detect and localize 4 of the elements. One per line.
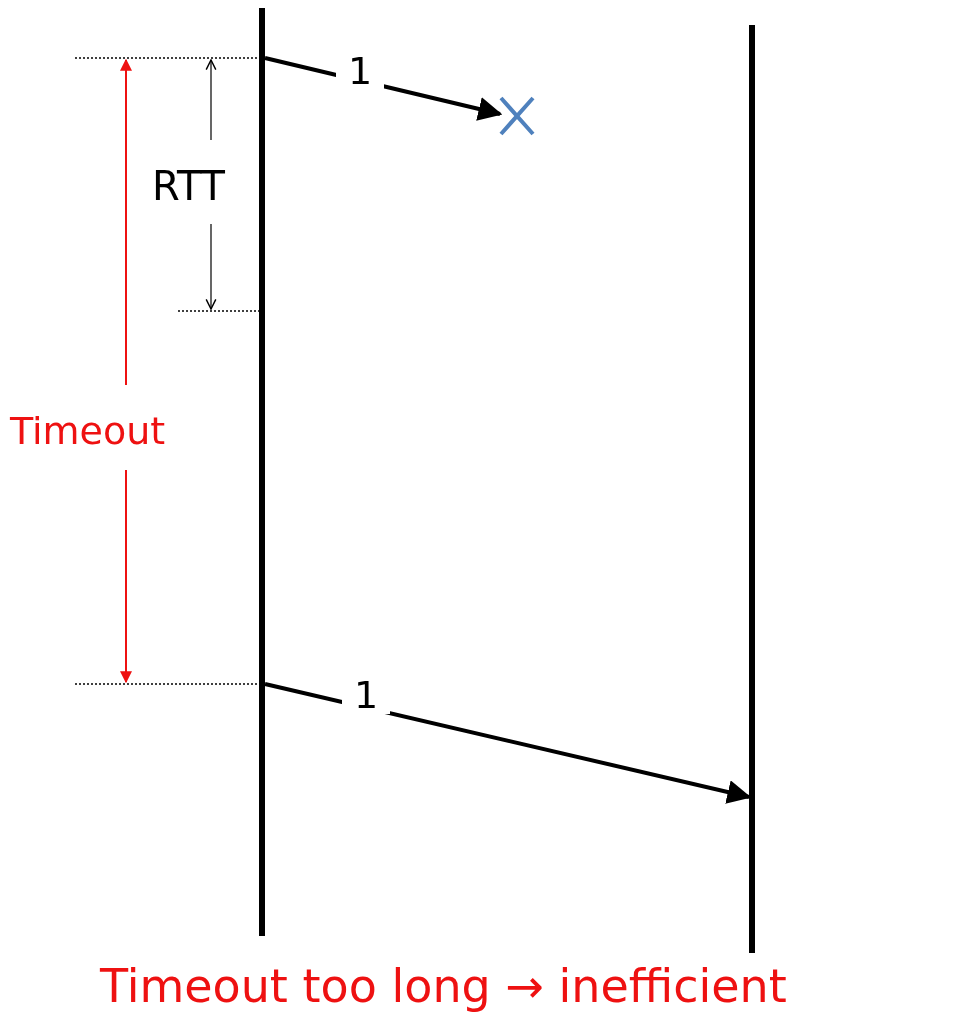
- cross-mark: [498, 96, 536, 136]
- arrow: [264, 682, 752, 804]
- timeline-bar: [749, 25, 755, 953]
- timeline-bar: [259, 8, 265, 936]
